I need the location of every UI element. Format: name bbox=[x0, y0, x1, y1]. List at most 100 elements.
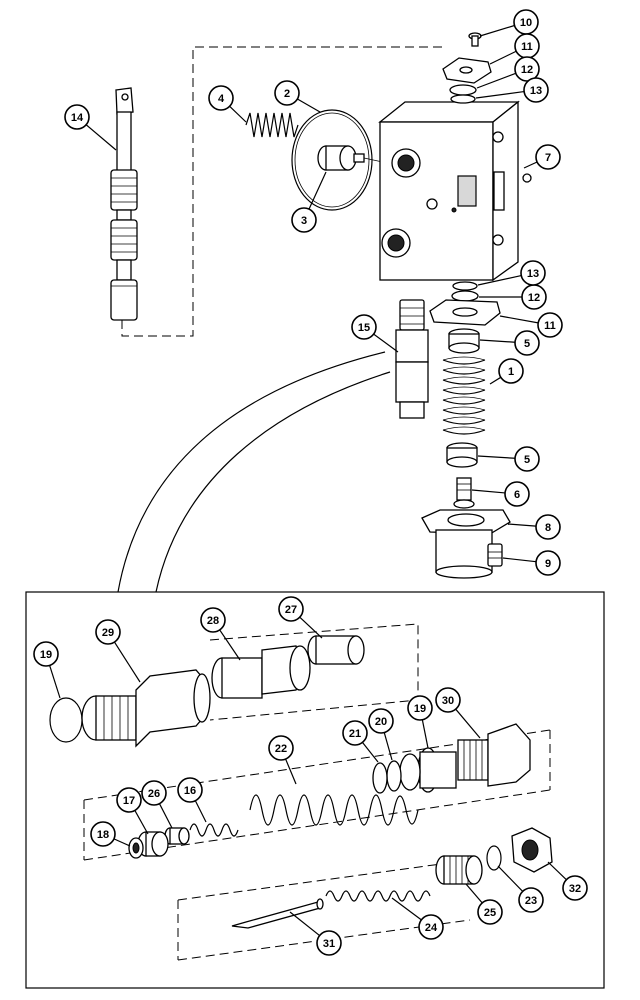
callout-c15: 15 bbox=[351, 314, 399, 353]
callout-number: 19 bbox=[414, 703, 426, 715]
callout-c26: 26 bbox=[141, 780, 173, 829]
callout-number: 11 bbox=[521, 41, 533, 53]
callout-number: 30 bbox=[442, 695, 454, 707]
callout-number: 6 bbox=[514, 489, 520, 501]
callout-leader-line bbox=[194, 800, 207, 823]
callout-bubble bbox=[498, 358, 524, 384]
callout-leader-line bbox=[158, 803, 173, 829]
detail-frame bbox=[25, 591, 605, 989]
callout-number: 18 bbox=[97, 829, 109, 841]
callout-number: 25 bbox=[484, 907, 496, 919]
callout-bubble bbox=[291, 207, 317, 233]
callout-leader-line bbox=[489, 50, 517, 65]
callout-bubble bbox=[518, 887, 544, 913]
part-24-long-spring bbox=[325, 890, 431, 902]
part-5-seat-lower bbox=[446, 442, 478, 468]
part-20-ring bbox=[386, 760, 402, 792]
callout-bubble bbox=[316, 930, 342, 956]
callout-c8: 8 bbox=[507, 514, 561, 540]
callout-leader-line bbox=[547, 861, 567, 881]
callout-c31: 31 bbox=[289, 911, 342, 956]
callout-bubble bbox=[514, 330, 540, 356]
part-13-ring-upper bbox=[450, 94, 476, 104]
callout-c13b: 13 bbox=[477, 260, 546, 286]
callout-leader-line bbox=[229, 105, 247, 123]
part-16-spring bbox=[189, 823, 239, 837]
callout-leader-line bbox=[476, 72, 516, 89]
part-26-pin bbox=[164, 827, 190, 845]
callout-leader-line bbox=[219, 629, 241, 661]
detail-group-dashed-1 bbox=[209, 623, 419, 721]
callout-number: 5 bbox=[524, 338, 530, 350]
callout-c25: 25 bbox=[465, 883, 503, 925]
callout-number: 4 bbox=[218, 93, 225, 105]
part-32-hex-nut bbox=[511, 827, 553, 873]
part-30-housing-nut bbox=[457, 723, 531, 787]
callout-number: 22 bbox=[275, 743, 287, 755]
callout-bubble bbox=[177, 777, 203, 803]
callout-bubble bbox=[95, 619, 121, 645]
callout-bubble bbox=[274, 80, 300, 106]
callout-bubble bbox=[278, 596, 304, 622]
callout-bubble bbox=[418, 914, 444, 940]
callout-number: 9 bbox=[545, 558, 551, 570]
callout-leader-line bbox=[49, 665, 61, 699]
callout-c9: 9 bbox=[502, 550, 561, 576]
callout-number: 28 bbox=[207, 615, 219, 627]
callout-bubble bbox=[477, 899, 503, 925]
part-14-spool bbox=[110, 87, 138, 321]
callout-c23: 23 bbox=[497, 865, 544, 913]
part-12-seal-lower bbox=[451, 290, 479, 302]
part-28-sleeve bbox=[211, 645, 311, 699]
callout-leader-line bbox=[361, 742, 379, 763]
part-19-o-ring-left bbox=[49, 697, 83, 743]
callout-c20: 20 bbox=[368, 708, 394, 761]
callout-number: 5 bbox=[524, 454, 530, 466]
callout-bubble bbox=[535, 550, 561, 576]
callout-number: 11 bbox=[544, 320, 556, 332]
callout-number: 31 bbox=[323, 938, 335, 950]
callout-number: 15 bbox=[358, 322, 370, 334]
callout-bubble bbox=[268, 735, 294, 761]
callout-bubble bbox=[90, 821, 116, 847]
callout-leader-line bbox=[475, 90, 525, 99]
part-13-ring-lower bbox=[452, 281, 478, 291]
callout-c13a: 13 bbox=[475, 77, 549, 103]
part-1-main-spring bbox=[442, 356, 486, 435]
callout-c27: 27 bbox=[278, 596, 323, 639]
callout-number: 1 bbox=[508, 366, 514, 378]
callout-bubble bbox=[116, 787, 142, 813]
callout-bubble bbox=[514, 446, 540, 472]
callout-bubble bbox=[535, 514, 561, 540]
callout-bubble bbox=[537, 312, 563, 338]
part-17-poppet bbox=[137, 831, 169, 857]
callout-number: 13 bbox=[530, 85, 542, 97]
callout-leader-line bbox=[523, 161, 538, 169]
callout-leader-line bbox=[383, 732, 393, 761]
part-8-end-cap bbox=[421, 509, 511, 579]
part-25-threaded-insert bbox=[435, 855, 483, 885]
part-6-bolt bbox=[453, 477, 475, 509]
callout-c12b: 12 bbox=[479, 284, 547, 310]
callout-number: 24 bbox=[425, 922, 438, 934]
callout-number: 27 bbox=[285, 604, 297, 616]
callout-number: 7 bbox=[545, 152, 551, 164]
callout-number: 3 bbox=[301, 215, 307, 227]
callout-leader-line bbox=[479, 24, 515, 37]
callout-number: 19 bbox=[40, 649, 52, 661]
callout-leader-line bbox=[299, 616, 323, 639]
part-7-valve-body bbox=[378, 100, 532, 282]
callout-bubble bbox=[33, 641, 59, 667]
callout-bubble bbox=[504, 481, 530, 507]
callout-c29: 29 bbox=[95, 619, 141, 683]
callout-number: 20 bbox=[375, 716, 387, 728]
callout-c19b: 19 bbox=[407, 695, 433, 749]
callout-leader-line bbox=[499, 315, 539, 324]
callout-number: 17 bbox=[123, 795, 135, 807]
callout-bubble bbox=[64, 104, 90, 130]
callout-bubble bbox=[523, 77, 549, 103]
callout-c24: 24 bbox=[391, 897, 444, 940]
callout-c2: 2 bbox=[274, 80, 321, 113]
callout-c28: 28 bbox=[200, 607, 241, 661]
